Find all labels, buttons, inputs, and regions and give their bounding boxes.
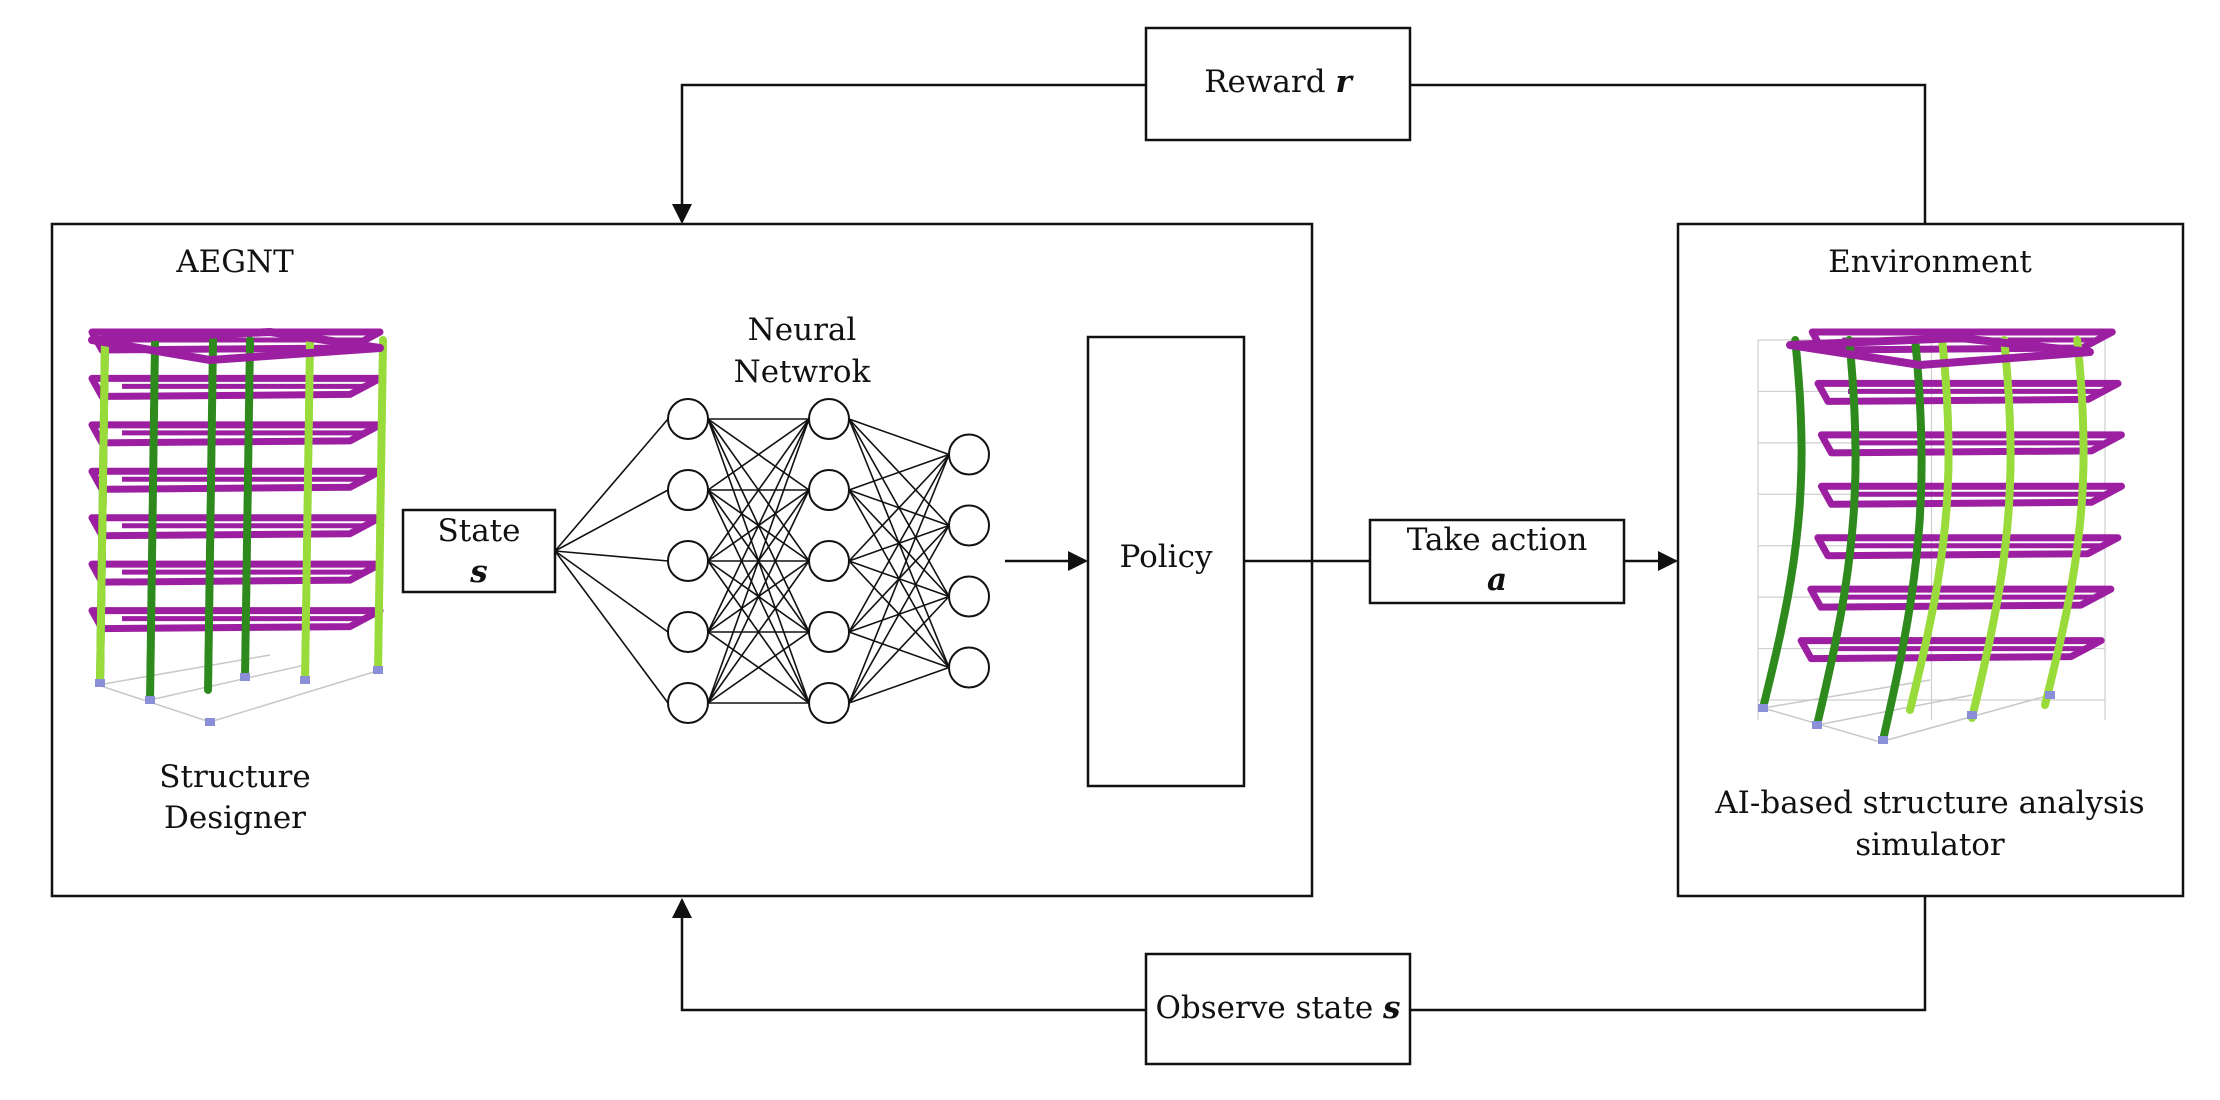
reward-to-agent-arrow: [672, 83, 1146, 224]
floor-beam: [1797, 637, 2105, 663]
nn-edge: [707, 418, 810, 704]
nn-edge: [707, 560, 810, 704]
support-node: [2045, 691, 2055, 699]
reward-label: Reward r: [1204, 64, 1354, 100]
nn-node-layer-3: [948, 504, 990, 547]
support-node: [1812, 721, 1822, 729]
nn-node-layer-2: [808, 682, 850, 724]
floor-beam: [1807, 585, 2115, 611]
floor-beam: [88, 467, 384, 493]
nn-node-layer-1: [667, 611, 709, 653]
observe-to-agent-arrow: [672, 898, 1146, 1012]
column: [301, 336, 314, 684]
neural-network-graph: [554, 398, 990, 724]
nn-edge: [848, 666, 950, 704]
floor-beam: [88, 421, 384, 447]
column: [1879, 336, 1926, 744]
support-node: [145, 696, 155, 704]
nn-edge: [848, 454, 950, 633]
column: [1906, 336, 1953, 714]
nn-node-layer-2: [808, 611, 850, 653]
nn-edge: [848, 454, 950, 704]
column: [1813, 336, 1860, 729]
nn-edge: [848, 418, 950, 456]
floor-beam: [88, 374, 384, 400]
environment-caption-line2: simulator: [1855, 827, 2005, 863]
support-node: [240, 673, 250, 681]
state-to-input-edge: [554, 550, 669, 633]
support-node: [95, 679, 105, 687]
nn-edge: [848, 453, 950, 562]
nn-node-layer-1: [667, 398, 709, 440]
observe-state-label: Observe state s: [1155, 990, 1400, 1026]
state-to-input-edge: [554, 418, 669, 552]
nn-node-layer-3: [948, 575, 990, 618]
nn-edge: [848, 453, 950, 491]
nn-edge: [707, 418, 810, 491]
nn-edge: [848, 525, 950, 704]
nn-node-layer-1: [667, 682, 709, 724]
nn-edge: [848, 595, 950, 704]
reward-box: [1144, 26, 1412, 142]
structure-designer-illustration: [88, 328, 387, 726]
nn-edge: [707, 418, 810, 633]
column: [374, 336, 387, 674]
column: [1968, 336, 2015, 722]
nn-node-layer-3: [948, 646, 990, 689]
nn-node-layer-2: [808, 398, 850, 440]
column: [241, 336, 254, 679]
nn-edge: [707, 418, 810, 562]
support-node: [300, 676, 310, 684]
policy-label: Policy: [1120, 539, 1213, 575]
designer-label-line2: Designer: [164, 800, 306, 836]
designer-label-line1: Structure: [159, 759, 310, 795]
nn-node-layer-1: [667, 540, 709, 582]
nn-node-layer-2: [808, 469, 850, 511]
floor-beam: [1814, 534, 2122, 560]
column: [146, 336, 159, 704]
column: [2041, 336, 2088, 709]
structure-analysis-illustration: [1757, 328, 2125, 744]
take-action-label: Take action: [1407, 522, 1588, 558]
reward-return-wire: [1410, 83, 1927, 224]
support-node: [205, 718, 215, 726]
state-box: [401, 508, 557, 594]
environment-caption-line1: AI-based structure analysis: [1714, 785, 2144, 821]
neural-network-label-line2: Netwrok: [734, 354, 871, 390]
nn-node-layer-3: [948, 433, 990, 476]
nn-edge: [707, 631, 810, 704]
nn-node-layer-2: [808, 540, 850, 582]
agent-title: AEGNT: [175, 244, 294, 280]
nn-node-layer-1: [667, 469, 709, 511]
floor-beam: [1817, 482, 2125, 508]
support-node: [1758, 704, 1768, 712]
observe-return-wire: [1410, 896, 1927, 1012]
state-to-input-edge: [554, 489, 669, 552]
neural-network-label-line1: Neural: [748, 312, 857, 348]
floor-beam: [1817, 431, 2125, 457]
observe-state-box: [1144, 952, 1412, 1066]
column: [96, 336, 109, 687]
support-node: [373, 666, 383, 674]
column: [204, 336, 217, 694]
column: [1759, 336, 1806, 712]
roof-beam: [1786, 334, 2094, 369]
take-action-symbol: a: [1487, 562, 1507, 598]
roof-beam: [88, 328, 384, 364]
environment-title: Environment: [1828, 244, 2032, 280]
state-label: State: [438, 513, 521, 549]
state-to-input-edge: [554, 550, 669, 562]
nn-edge: [707, 489, 810, 704]
support-node: [1878, 736, 1888, 744]
floor-beam: [1814, 379, 2122, 405]
state-to-input-edge: [554, 550, 669, 704]
state-symbol: s: [469, 554, 487, 590]
support-node: [1967, 711, 1977, 719]
